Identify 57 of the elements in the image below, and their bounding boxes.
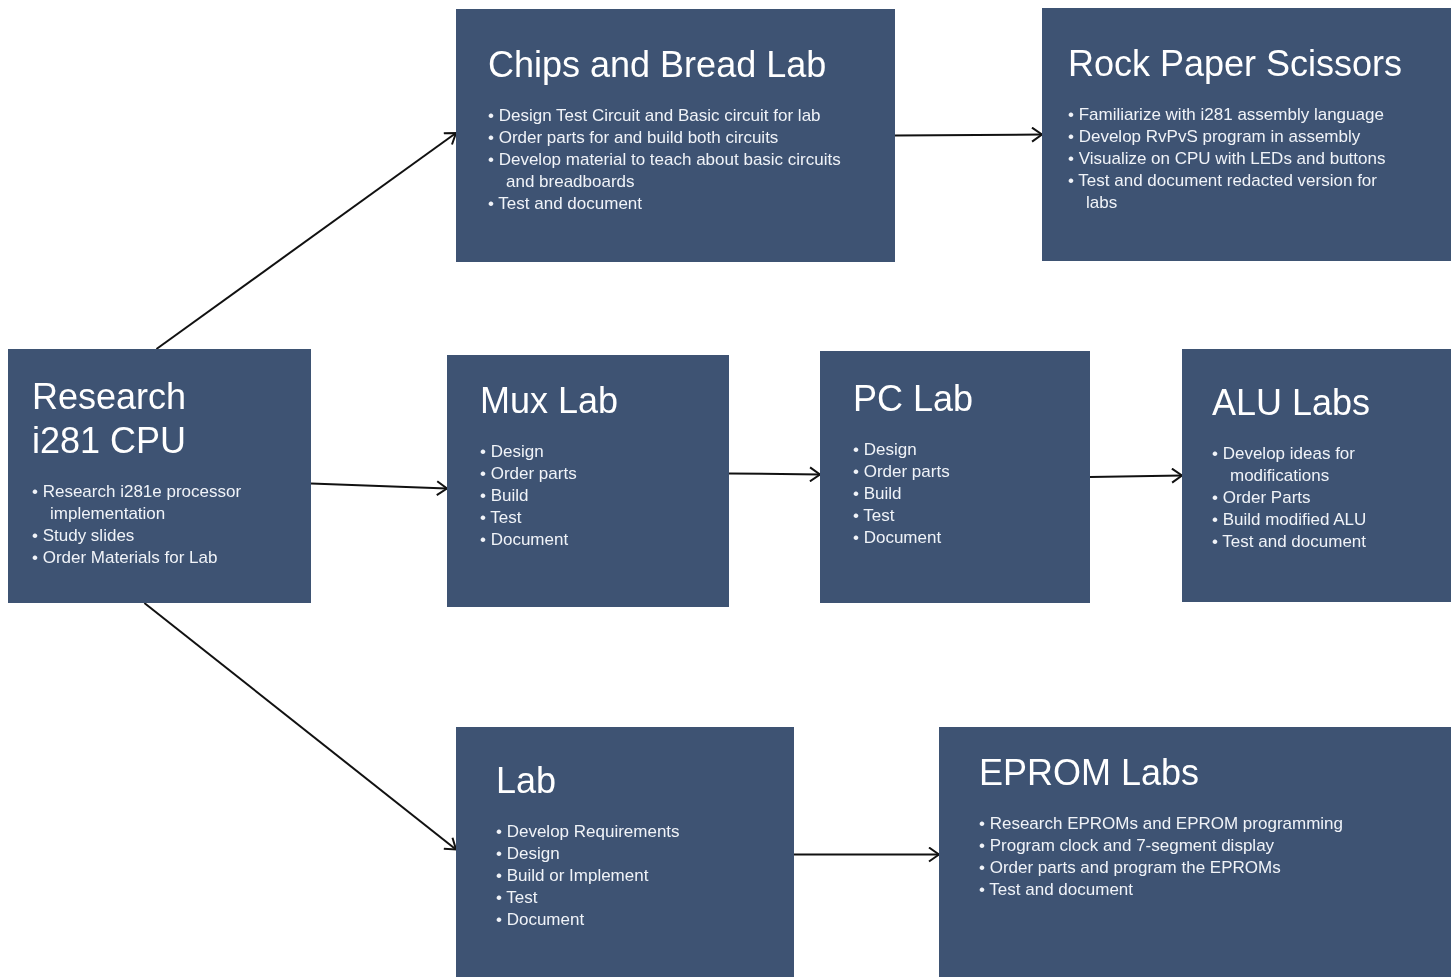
task-item: • Develop ideas for modifications	[1212, 443, 1356, 487]
task-item: • Research EPROMs and EPROM programming	[979, 813, 1344, 835]
card-title: Rock Paper Scissors	[1068, 42, 1404, 86]
task-item: • Build	[480, 485, 530, 507]
task-item: • Order parts for and build both circuits	[488, 127, 780, 149]
task-item: • Test and document	[979, 879, 1134, 901]
task-item: • Order parts and program the EPROMs	[979, 857, 1282, 879]
task-item: • Document	[480, 529, 570, 551]
task-item: • Order Materials for Lab	[32, 547, 219, 569]
task-item: • Test	[480, 507, 523, 529]
task-item: • Develop RvPvS program in assembly	[1068, 126, 1362, 148]
lab-card	[820, 351, 1090, 603]
task-item: • Design	[480, 441, 545, 463]
task-item: • Design Test Circuit and Basic circuit for lab	[488, 105, 822, 127]
task-item: • Test and document redacted version for labs	[1068, 170, 1378, 214]
task-item: • Program clock and 7-segment display	[979, 835, 1276, 857]
card-title: Chips and Bread Lab	[488, 43, 828, 87]
card-title: EPROM Labs	[979, 751, 1201, 795]
task-item: • Design	[853, 439, 918, 461]
arrow	[894, 126, 1043, 143]
arrow	[143, 602, 457, 851]
card-title: Lab	[496, 759, 558, 803]
arrow	[728, 466, 821, 483]
card-title: Research i281 CPU	[32, 375, 188, 463]
card-title: ALU Labs	[1212, 381, 1372, 425]
lab-card	[447, 355, 729, 607]
lab-card	[1042, 8, 1451, 261]
task-item: • Familiarize with i281 assembly language	[1068, 104, 1385, 126]
arrow	[793, 846, 940, 863]
task-item: • Build modified ALU	[1212, 509, 1368, 531]
task-item: • Test	[496, 887, 539, 909]
task-item: • Document	[496, 909, 586, 931]
arrow	[155, 131, 457, 350]
task-item: • Study slides	[32, 525, 136, 547]
lab-card	[8, 349, 311, 603]
task-item: • Visualize on CPU with LEDs and buttons	[1068, 148, 1387, 170]
lab-card	[456, 727, 794, 977]
card-title: PC Lab	[853, 377, 975, 421]
arrow	[310, 480, 448, 497]
task-item: • Test and document	[488, 193, 643, 215]
lab-card	[456, 9, 895, 262]
task-item: • Build or Implement	[496, 865, 650, 887]
task-item: • Document	[853, 527, 943, 549]
task-item: • Develop Requirements	[496, 821, 681, 843]
task-item: • Order parts	[480, 463, 578, 485]
lab-card	[939, 727, 1451, 977]
task-item: • Design	[496, 843, 561, 865]
arrow	[1089, 467, 1183, 484]
card-title: Mux Lab	[480, 379, 620, 423]
task-item: • Research i281e processor implementation	[32, 481, 243, 525]
lab-card	[1182, 349, 1451, 602]
task-item: • Order parts	[853, 461, 951, 483]
task-item: • Build	[853, 483, 903, 505]
task-item: • Develop material to teach about basic circuits and breadboards	[488, 149, 842, 193]
task-item: • Order Parts	[1212, 487, 1312, 509]
task-item: • Test and document	[1212, 531, 1367, 553]
task-item: • Test	[853, 505, 896, 527]
